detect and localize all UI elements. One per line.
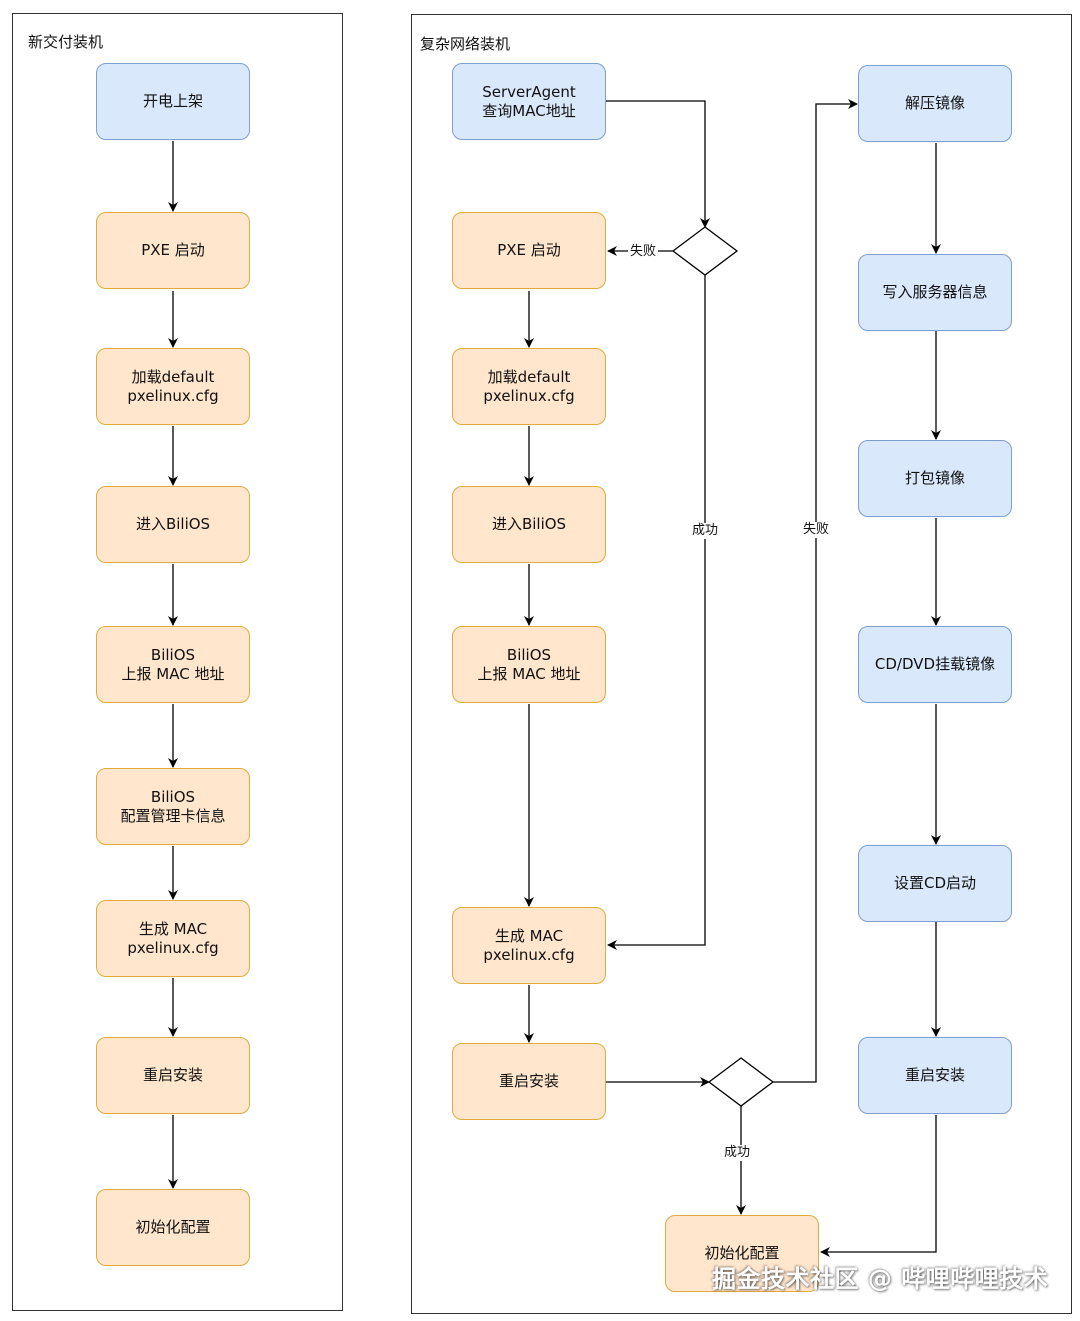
left-node-init-config: 初始化配置	[96, 1189, 250, 1266]
edge-decision-success	[607, 275, 706, 950]
right-node-reboot-install-2: 重启安装	[858, 1037, 1012, 1114]
right-node-report-mac: BiliOS 上报 MAC 地址	[452, 626, 606, 703]
left-node-report-mac: BiliOS 上报 MAC 地址	[96, 626, 250, 703]
left-node-pxe-boot: PXE 启动	[96, 212, 250, 289]
watermark: 掘金技术社区 @ 哔哩哔哩技术	[712, 1265, 1049, 1293]
right-node-enter-bilios: 进入BiliOS	[452, 486, 606, 563]
right-node-set-cd-boot: 设置CD启动	[858, 845, 1012, 922]
right-node-load-default: 加载default pxelinux.cfg	[452, 348, 606, 425]
left-node-load-default: 加载default pxelinux.cfg	[96, 348, 250, 425]
right-node-write-server-info: 写入服务器信息	[858, 254, 1012, 331]
decision-diamond-top	[671, 226, 739, 276]
right-node-init-config: 初始化配置	[665, 1215, 819, 1292]
right-panel-title: 复杂网络装机	[420, 35, 511, 53]
right-node-pack-image: 打包镜像	[858, 440, 1012, 517]
edge-label-fail-bottom: 失败	[801, 522, 832, 538]
left-node-power-on: 开电上架	[96, 63, 250, 140]
decision-diamond-bottom	[707, 1057, 775, 1107]
edge-decision-fail-up	[773, 99, 858, 1083]
edge-agent-to-decision	[606, 100, 710, 228]
left-panel-title: 新交付装机	[28, 33, 104, 51]
edge-label-fail-top: 失败	[628, 244, 659, 260]
left-node-enter-bilios: 进入BiliOS	[96, 486, 250, 563]
edge-c2-to-final	[820, 1115, 937, 1257]
left-node-config-bmc: BiliOS 配置管理卡信息	[96, 768, 250, 845]
right-node-pxe-boot: PXE 启动	[452, 212, 606, 289]
right-node-mount-cd: CD/DVD挂载镜像	[858, 626, 1012, 703]
left-node-gen-mac-cfg: 生成 MAC pxelinux.cfg	[96, 900, 250, 977]
right-node-gen-mac-cfg: 生成 MAC pxelinux.cfg	[452, 907, 606, 984]
right-node-unpack-image: 解压镜像	[858, 65, 1012, 142]
edge-label-success-top: 成功	[690, 523, 721, 539]
right-node-reboot-install: 重启安装	[452, 1043, 606, 1120]
right-node-serveragent: ServerAgent 查询MAC地址	[452, 63, 606, 140]
edge-label-success-bottom: 成功	[722, 1145, 753, 1161]
left-node-reboot-install: 重启安装	[96, 1037, 250, 1114]
